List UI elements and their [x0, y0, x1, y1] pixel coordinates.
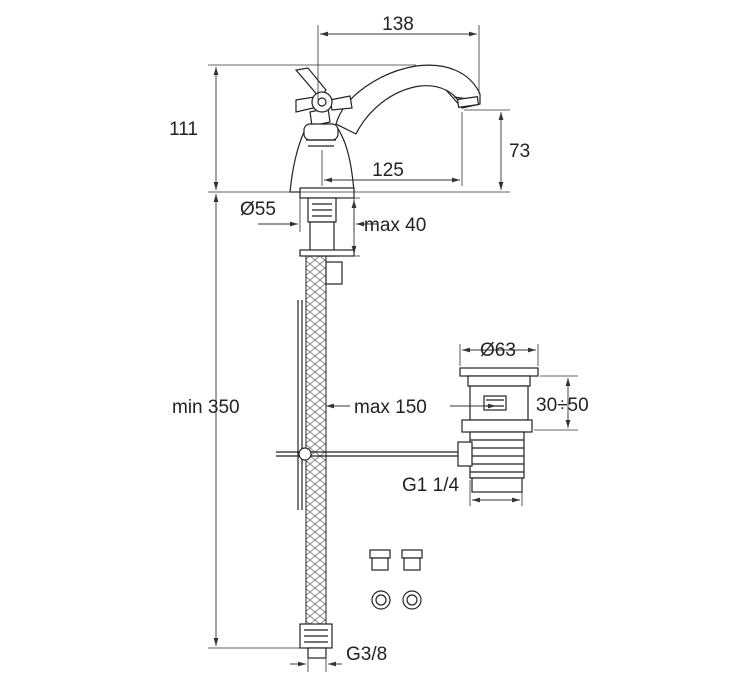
- dim-waste-thread: G1 1/4: [402, 475, 459, 496]
- dim-hose-length: min 350: [172, 397, 240, 418]
- dim-rod-length: max 150: [354, 397, 427, 418]
- spare-parts: [369, 549, 423, 610]
- dim-base-diameter: Ø55: [240, 199, 276, 220]
- dim-spout-width: 138: [382, 14, 414, 35]
- dim-overall-height: 111: [169, 119, 198, 140]
- pop-up-waste: [457, 367, 539, 493]
- dim-hose-thread: G3/8: [346, 644, 387, 665]
- dimension-lines: [208, 25, 578, 672]
- pop-up-rod: [276, 300, 470, 510]
- flexible-hose: [299, 255, 333, 659]
- dim-waste-diameter: Ø63: [480, 340, 516, 361]
- dim-waste-range: 30÷50: [536, 395, 589, 416]
- dim-spout-reach: 125: [372, 160, 404, 181]
- dim-max-thickness: max 40: [364, 215, 426, 236]
- dim-spout-height: 73: [509, 141, 530, 162]
- dimension-labels: 138 111 73 125 Ø55 max 40 min 350 max 15…: [169, 14, 589, 665]
- cross-handle: [294, 67, 353, 147]
